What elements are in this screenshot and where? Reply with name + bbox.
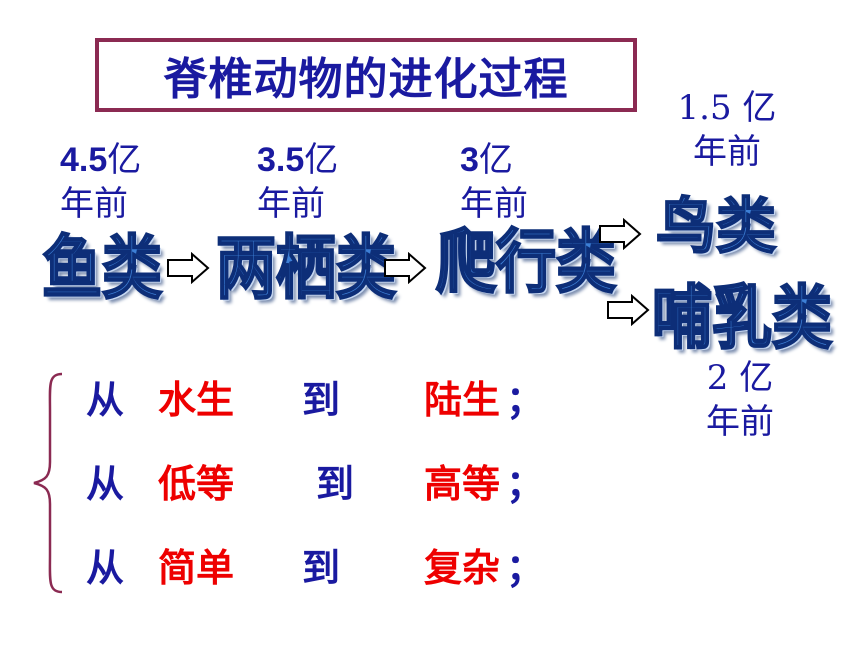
trend-to: 到 xyxy=(302,546,341,590)
trend-end: 复杂 xyxy=(424,546,501,590)
time-label-mammal: 2 亿 年前 xyxy=(706,358,774,442)
arrow-right-icon xyxy=(599,218,642,250)
left-brace-icon xyxy=(33,372,63,594)
arrow-right-icon xyxy=(167,252,210,284)
trend-start: 低等 xyxy=(158,462,235,506)
trend-end: 陆生 xyxy=(424,378,501,422)
trend-start: 简单 xyxy=(158,546,235,590)
trend-end: 高等 xyxy=(424,462,501,506)
trend-start: 水生 xyxy=(158,378,235,422)
page-title: 脊椎动物的进化过程 xyxy=(163,54,569,105)
animal-amphibian: 两栖类 xyxy=(215,227,397,310)
animal-bird: 鸟类 xyxy=(655,191,777,263)
time-label-amphibian: 3.5亿 年前 xyxy=(257,140,339,224)
trend-from: 从 xyxy=(86,462,125,506)
time-label-fish: 4.5亿 年前 xyxy=(60,140,142,224)
time-label-bird: 1.5 亿 年前 xyxy=(677,88,777,172)
arrow-right-icon xyxy=(384,252,427,284)
trend-semicolon: ； xyxy=(506,378,545,422)
trend-semicolon: ； xyxy=(506,546,545,590)
arrow-right-icon xyxy=(607,294,650,326)
animal-fish: 鱼类 xyxy=(41,227,163,310)
trend-from: 从 xyxy=(86,546,125,590)
trend-to: 到 xyxy=(316,462,355,506)
title-box: 脊椎动物的进化过程 xyxy=(95,38,637,112)
animal-reptile: 爬行类 xyxy=(435,221,617,304)
trend-from: 从 xyxy=(86,378,125,422)
time-label-reptile: 3亿 年前 xyxy=(460,140,528,224)
animal-mammal: 哺乳类 xyxy=(651,277,833,360)
trend-to: 到 xyxy=(302,378,341,422)
trend-semicolon: ； xyxy=(506,462,545,506)
